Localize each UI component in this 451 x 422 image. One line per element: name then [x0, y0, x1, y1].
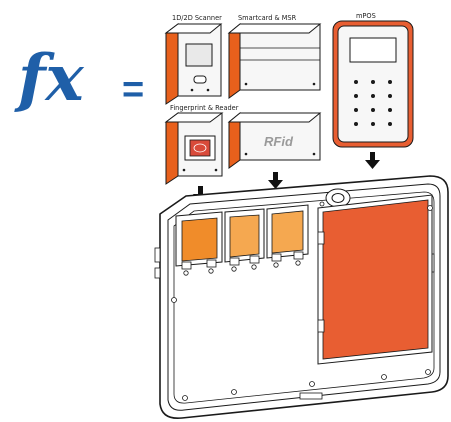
mpos-bay-panel	[323, 200, 428, 359]
slot-2	[230, 215, 259, 257]
module-smartcard-label: Smartcard & MSR	[238, 14, 297, 22]
fingerprint-sensor-icon	[190, 140, 210, 156]
tablet-back	[155, 176, 448, 418]
module-mpos: mPOS	[333, 12, 413, 147]
rfid-badge: RFid	[264, 134, 294, 149]
mpos-screen-icon	[350, 38, 396, 62]
module-fingerprint-label: Fingerprint & Reader	[170, 104, 239, 112]
module-fingerprint: Fingerprint & Reader	[166, 104, 239, 184]
fx-logo-text: fx	[14, 41, 85, 116]
arrow-down-icon	[268, 172, 283, 189]
module-rfid: RFid	[229, 113, 320, 168]
slot-3	[272, 211, 303, 253]
module-scanner-label: 1D/2D Scanner	[172, 14, 222, 22]
module-smartcard: Smartcard & MSR	[229, 14, 320, 98]
equals-sign: =	[122, 69, 144, 111]
module-mpos-label: mPOS	[356, 12, 376, 20]
scanner-window-icon	[186, 44, 212, 66]
arrow-down-icon	[365, 152, 380, 169]
fx-logo: fx =	[14, 41, 144, 116]
slot-1	[182, 218, 217, 261]
module-scanner: 1D/2D Scanner	[166, 14, 222, 104]
